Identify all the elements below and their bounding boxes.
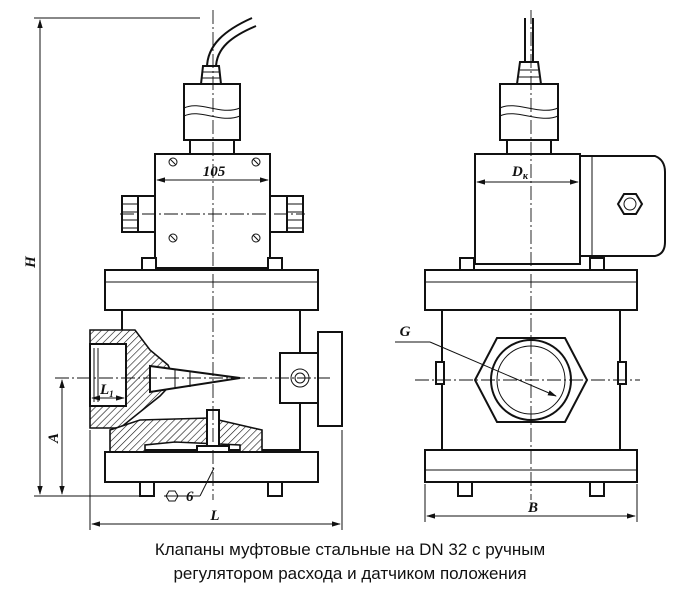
- left-cone: [149, 364, 241, 394]
- right-sensor-body: [499, 83, 559, 141]
- dim-label-key-6: 6: [186, 489, 194, 505]
- caption-line-2: регулятором расхода и датчиком положения: [173, 564, 527, 583]
- left-bottom-flange: [104, 451, 319, 483]
- dim-label-105: 105: [203, 164, 226, 180]
- left-view: [55, 10, 343, 500]
- left-cable: [206, 17, 253, 69]
- dim-label-dk: Dк: [511, 164, 529, 182]
- dim-label-l1: L1: [99, 382, 114, 399]
- right-cable-gland: [515, 61, 543, 85]
- right-side-gland-hex: [616, 193, 644, 215]
- right-dimensions: [395, 179, 638, 522]
- dim-label-a: A: [46, 433, 62, 444]
- caption-line-1: Клапаны муфтовые стальные на DN 32 с руч…: [154, 540, 546, 559]
- left-top-flange: [104, 269, 319, 311]
- left-dimensions: [34, 17, 343, 530]
- dim-label-l: L: [209, 508, 219, 524]
- left-sensor-body: [183, 83, 241, 141]
- dim-label-b: B: [527, 500, 538, 516]
- left-cable-gland: [199, 65, 223, 85]
- hex-key-symbol: [165, 490, 179, 502]
- dim-label-height: H: [23, 255, 39, 269]
- dim-label-g: G: [400, 324, 411, 340]
- right-view: [415, 10, 666, 500]
